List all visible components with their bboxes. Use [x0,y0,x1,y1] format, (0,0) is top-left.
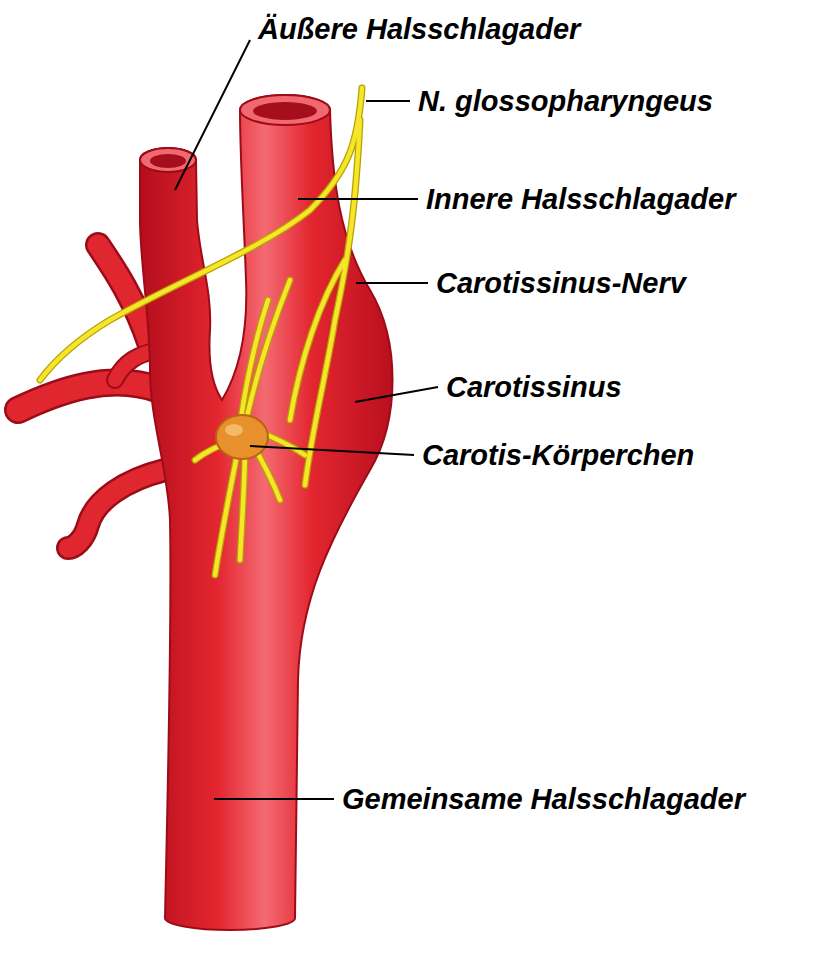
nerve-outline [40,88,362,575]
vessel-lumen [150,154,186,168]
leader-line [175,40,250,190]
part-label: Carotis-Körperchen [422,438,694,472]
part-label: Carotissinus [446,370,622,404]
vessel-opening [240,95,330,125]
artery-branch [115,352,150,380]
branch-outline [115,352,150,380]
leader-line [250,446,414,455]
branch-outline [18,383,160,410]
leader-lines [175,40,438,799]
leader-line [366,100,410,102]
artery-branch [68,470,165,548]
carotid-body [216,415,268,459]
nerve [40,88,362,575]
artery-branches [18,245,165,548]
part-label: Innere Halsschlagader [426,182,735,216]
part-label: N. glossopharyngeus [418,84,713,118]
part-label: Carotissinus-Nerv [436,266,686,300]
leader-line [356,282,428,284]
leader-line [298,198,418,200]
part-label: Äußere Halsschlagader [258,12,580,46]
vessel-opening [140,148,196,172]
leader-line [355,387,438,402]
part-label: Gemeinsame Halsschlagader [342,782,745,816]
nerves [40,88,362,575]
carotid-body-highlight [225,424,243,436]
vessel-lumen [253,102,317,120]
leader-line [214,798,334,800]
artery-branch [18,383,160,410]
branch-outline [68,470,165,548]
